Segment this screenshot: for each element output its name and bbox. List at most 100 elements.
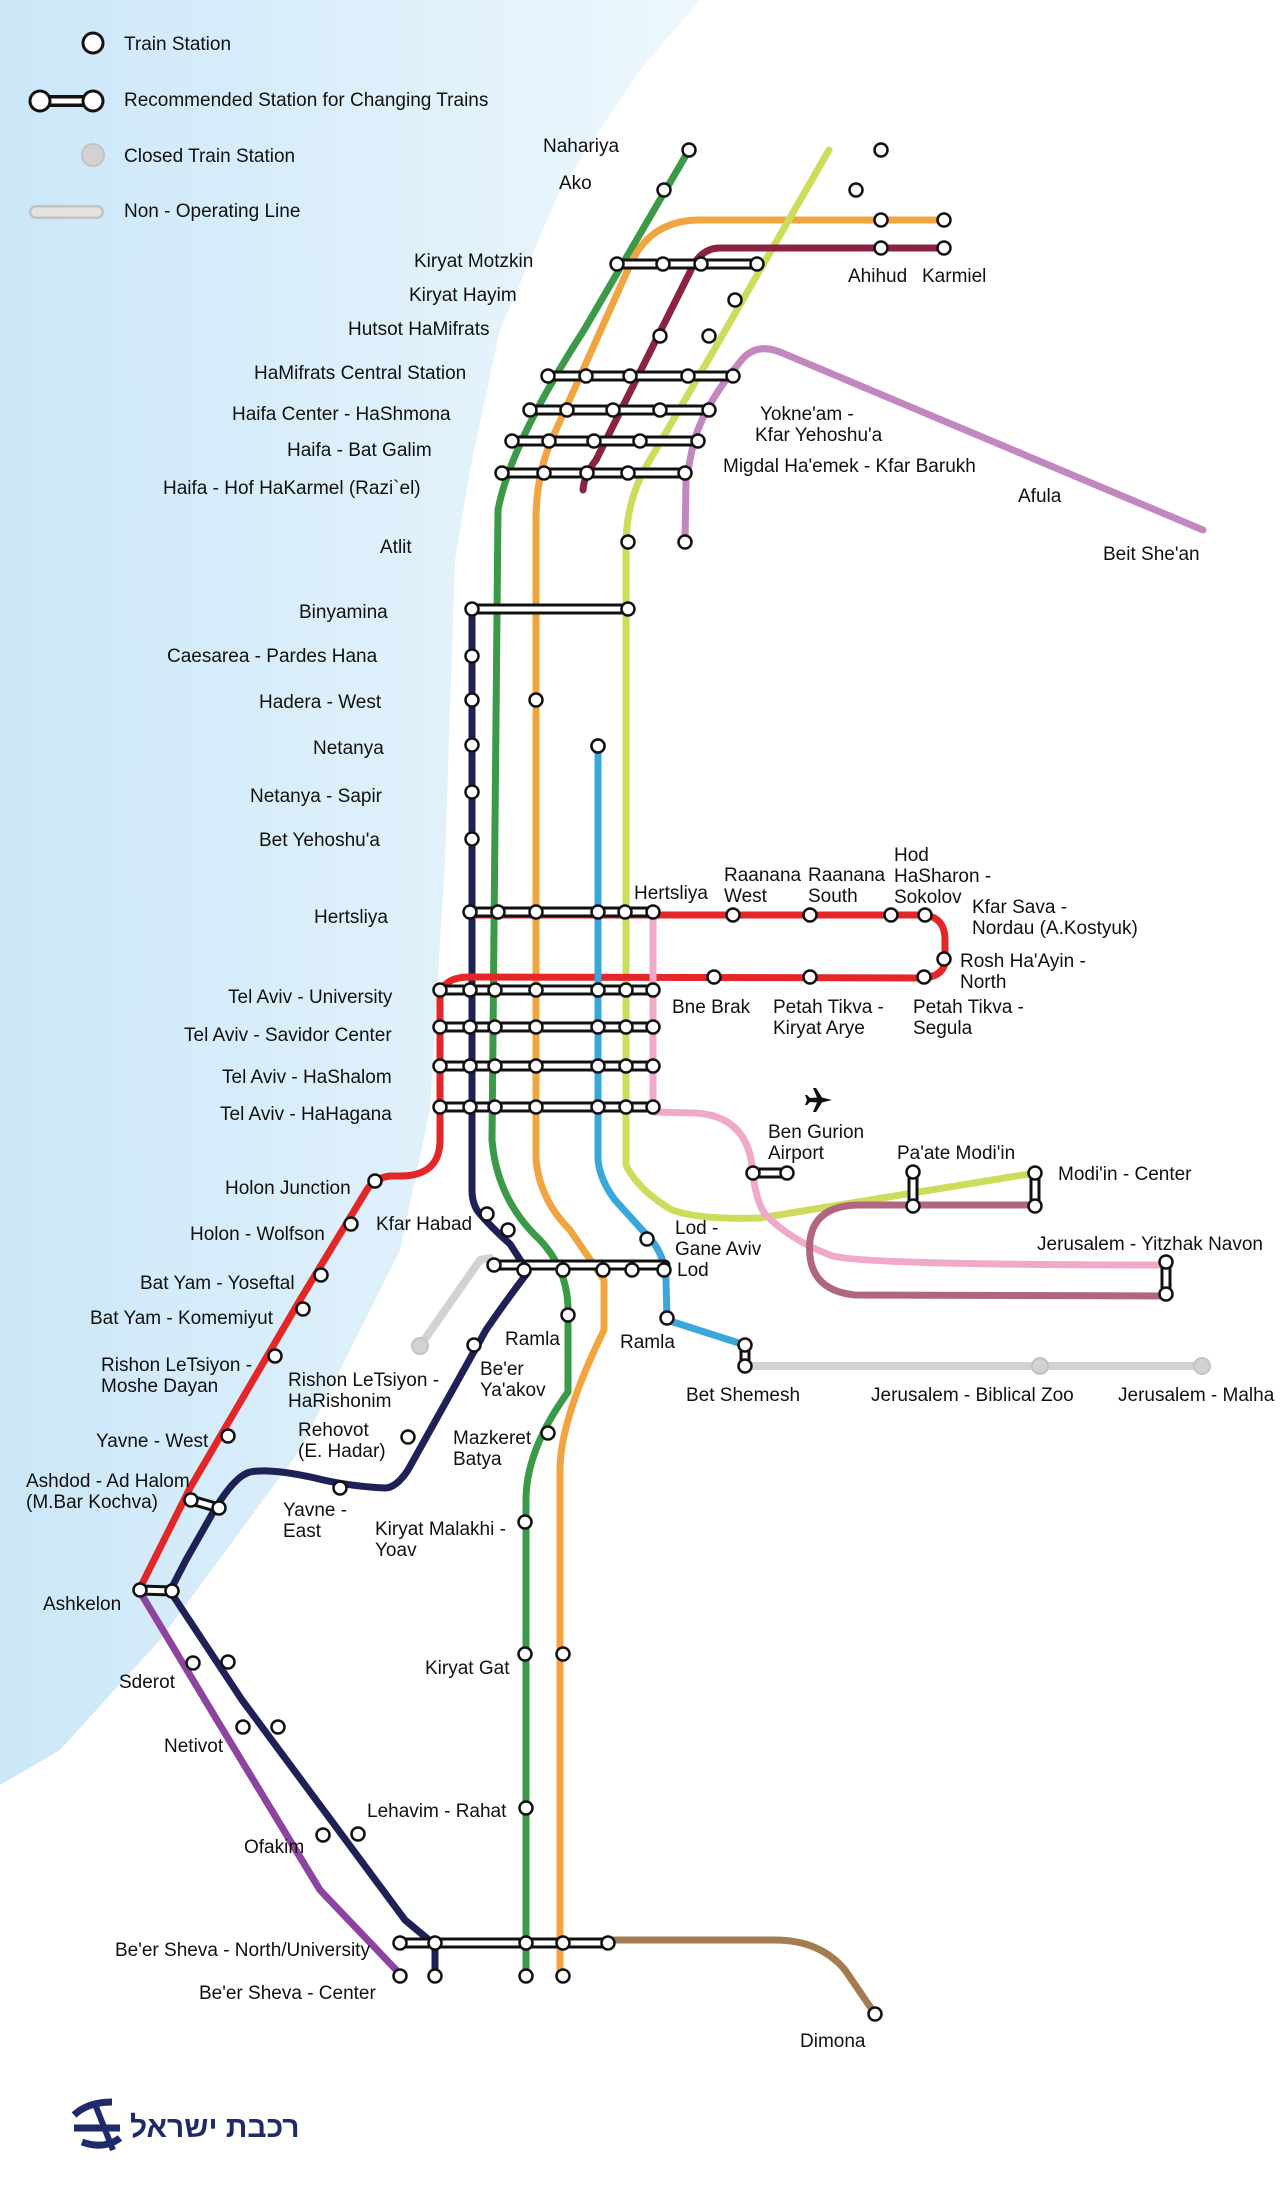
station-marker[interactable]: [432, 1019, 448, 1035]
station-marker[interactable]: [690, 433, 706, 449]
station-marker[interactable]: [917, 907, 933, 923]
station-marker[interactable]: [579, 465, 595, 481]
station-marker[interactable]: [737, 1358, 753, 1374]
station-label[interactable]: Hertsliya: [634, 883, 708, 904]
station-label[interactable]: Tel Aviv - HaShalom: [222, 1067, 392, 1088]
station-label[interactable]: Sderot: [119, 1672, 176, 1693]
station-marker[interactable]: [632, 433, 648, 449]
station-marker[interactable]: [536, 465, 552, 481]
station-marker[interactable]: [936, 212, 952, 228]
station-marker[interactable]: [1158, 1254, 1174, 1270]
station-label[interactable]: Rishon LeTsiyon -: [288, 1370, 439, 1391]
station-label[interactable]: Sokolov: [894, 887, 962, 908]
station-marker[interactable]: [620, 465, 636, 481]
station-label[interactable]: Migdal Ha'emek - Kfar Barukh: [723, 456, 976, 477]
station-label[interactable]: Hod: [894, 845, 929, 866]
station-marker[interactable]: [432, 982, 448, 998]
station-label[interactable]: North: [960, 972, 1006, 993]
station-label[interactable]: Rishon LeTsiyon -: [101, 1355, 252, 1376]
station-marker[interactable]: [936, 951, 952, 967]
station-marker[interactable]: [486, 1257, 502, 1273]
station-marker[interactable]: [350, 1826, 366, 1842]
station-marker[interactable]: [392, 1935, 408, 1951]
station-label[interactable]: HaRishonim: [288, 1391, 391, 1412]
station-marker[interactable]: [490, 904, 506, 920]
station-label[interactable]: Tel Aviv - University: [228, 987, 393, 1008]
station-label[interactable]: Hutsot HaMifrats: [348, 319, 489, 340]
station-marker[interactable]: [645, 1019, 661, 1035]
station-marker[interactable]: [639, 1231, 655, 1247]
station-marker[interactable]: [464, 692, 480, 708]
station-marker[interactable]: [590, 904, 606, 920]
station-marker[interactable]: [518, 1800, 534, 1816]
station-marker[interactable]: [315, 1827, 331, 1843]
station-marker[interactable]: [220, 1654, 236, 1670]
station-marker[interactable]: [1027, 1165, 1043, 1181]
station-marker[interactable]: [620, 534, 636, 550]
station-marker[interactable]: [185, 1655, 201, 1671]
station-label[interactable]: East: [283, 1521, 322, 1542]
station-label[interactable]: Afula: [1018, 486, 1062, 507]
station-label[interactable]: Tel Aviv - Savidor Center: [184, 1025, 392, 1046]
station-label[interactable]: Lod -: [675, 1218, 718, 1239]
station-label[interactable]: Kfar Yehoshu'a: [755, 425, 883, 446]
station-label[interactable]: Hadera - West: [259, 692, 382, 713]
station-label[interactable]: Rehovot: [298, 1420, 369, 1441]
station-marker[interactable]: [624, 1262, 640, 1278]
station-marker[interactable]: [504, 433, 520, 449]
station-marker[interactable]: [367, 1173, 383, 1189]
station-label[interactable]: Haifa - Hof HaKarmel (Razi`el): [163, 478, 421, 499]
station-label[interactable]: Pa'ate Modi'in: [897, 1143, 1015, 1164]
station-label[interactable]: Be'er: [480, 1359, 524, 1380]
station-marker[interactable]: [518, 1935, 534, 1951]
station-marker[interactable]: [727, 292, 743, 308]
station-marker[interactable]: [487, 1058, 503, 1074]
station-label[interactable]: Bet Shemesh: [686, 1385, 800, 1406]
station-marker[interactable]: [432, 1099, 448, 1115]
station-label[interactable]: Kiryat Motzkin: [414, 251, 533, 272]
station-label[interactable]: Petah Tikva -: [913, 997, 1024, 1018]
station-label[interactable]: Haifa - Bat Galim: [287, 440, 432, 461]
station-label[interactable]: Segula: [913, 1018, 973, 1039]
station-marker[interactable]: [427, 1935, 443, 1951]
station-marker[interactable]: [706, 969, 722, 985]
station-marker[interactable]: [464, 784, 480, 800]
station-marker[interactable]: [645, 1099, 661, 1115]
station-marker[interactable]: [873, 142, 889, 158]
station-marker[interactable]: [737, 1337, 753, 1353]
station-marker[interactable]: [590, 1058, 606, 1074]
station-marker[interactable]: [590, 982, 606, 998]
station-marker[interactable]: [586, 433, 602, 449]
station-label[interactable]: Batya: [453, 1449, 502, 1470]
station-marker[interactable]: [211, 1500, 227, 1516]
station-marker[interactable]: [745, 1165, 761, 1181]
station-marker[interactable]: [487, 1099, 503, 1115]
station-label[interactable]: Kiryat Gat: [425, 1658, 510, 1679]
station-label[interactable]: Atlit: [380, 537, 412, 558]
station-label[interactable]: Jerusalem - Yitzhak Navon: [1037, 1234, 1263, 1255]
station-label[interactable]: Tel Aviv - HaHagana: [220, 1104, 392, 1125]
station-label[interactable]: Bet Yehoshu'a: [259, 830, 380, 851]
station-label[interactable]: Ofakim: [244, 1837, 304, 1858]
station-label[interactable]: Moshe Dayan: [101, 1376, 218, 1397]
station-marker[interactable]: [618, 1099, 634, 1115]
station-marker[interactable]: [693, 256, 709, 272]
station-marker[interactable]: [605, 402, 621, 418]
station-label[interactable]: Netanya - Sapir: [250, 786, 383, 807]
station-marker[interactable]: [164, 1583, 180, 1599]
station-marker[interactable]: [462, 982, 478, 998]
station-label[interactable]: HaSharon -: [894, 866, 991, 887]
station-marker[interactable]: [332, 1480, 348, 1496]
station-marker[interactable]: [462, 1099, 478, 1115]
station-marker[interactable]: [802, 907, 818, 923]
station-marker[interactable]: [555, 1968, 571, 1984]
station-marker[interactable]: [1027, 1198, 1043, 1214]
station-label[interactable]: Be'er Sheva - North/University: [115, 1940, 370, 1961]
station-marker[interactable]: [464, 737, 480, 753]
station-label[interactable]: Lehavim - Rahat: [367, 1801, 507, 1822]
station-marker[interactable]: [267, 1348, 283, 1364]
station-marker[interactable]: [659, 1310, 675, 1326]
station-label[interactable]: Raanana: [808, 865, 886, 886]
station-label[interactable]: Holon - Wolfson: [190, 1224, 325, 1245]
station-label[interactable]: Yavne -: [283, 1500, 347, 1521]
